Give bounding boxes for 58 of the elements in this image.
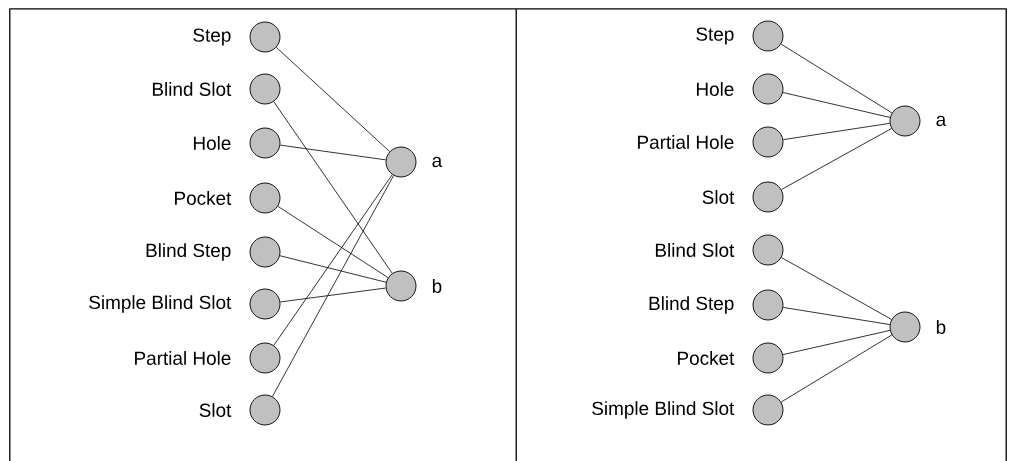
node-label: Blind Step	[649, 296, 734, 314]
node-label: Blind Step	[146, 243, 231, 261]
node-label: Partial Hole	[638, 135, 734, 149]
node-label: Partial Hole	[135, 351, 231, 365]
circle	[249, 73, 281, 105]
connector-line	[279, 144, 387, 161]
node-label: Hole	[696, 82, 734, 96]
node-label: Slot	[702, 190, 735, 204]
connector-line	[279, 255, 387, 283]
connector-line	[277, 206, 389, 278]
panel-frame	[9, 8, 517, 461]
connector-line	[273, 174, 393, 346]
circle	[752, 342, 784, 374]
node-label: b	[936, 320, 946, 334]
connector-line	[279, 287, 387, 303]
connector-line	[782, 307, 891, 325]
circle	[889, 311, 921, 343]
circle	[752, 73, 784, 105]
circle	[752, 289, 784, 321]
node-label: Step	[193, 28, 231, 46]
circle	[385, 146, 417, 178]
connector-line	[782, 92, 891, 118]
node-label: Pocket	[175, 191, 232, 205]
circle	[249, 182, 281, 214]
connector-line	[782, 330, 891, 355]
node-label: Blind Slot	[655, 243, 735, 257]
connector-line	[276, 47, 391, 152]
node-label: Step	[696, 27, 734, 45]
node-label: Blind Slot	[152, 82, 232, 96]
node-label: Pocket	[678, 351, 735, 365]
circle	[385, 270, 417, 302]
circle	[249, 236, 281, 268]
node-label: Hole	[194, 136, 231, 150]
connector-line	[781, 257, 892, 320]
circle	[752, 181, 784, 213]
circle	[752, 394, 784, 426]
node-label: a	[936, 115, 947, 127]
node-label: b	[432, 279, 442, 293]
connector-line	[781, 128, 892, 190]
connector-line	[780, 334, 893, 403]
node-label: Simple Blind Slot	[592, 401, 735, 419]
node-label: Simple Blind Slot	[89, 295, 232, 313]
node-label: a	[432, 156, 443, 168]
circle	[752, 234, 784, 266]
connector-line	[780, 43, 893, 114]
node-label: Slot	[199, 403, 232, 417]
circle	[249, 21, 281, 53]
circle	[889, 105, 921, 137]
circle	[249, 394, 281, 426]
circle	[249, 127, 281, 159]
panel-frame	[516, 8, 1007, 461]
connector-line	[782, 122, 891, 141]
circle	[249, 288, 281, 320]
connector-line	[273, 101, 393, 274]
circle	[752, 20, 784, 52]
circle	[249, 342, 281, 374]
connector-line	[272, 175, 394, 397]
circle	[752, 126, 784, 158]
